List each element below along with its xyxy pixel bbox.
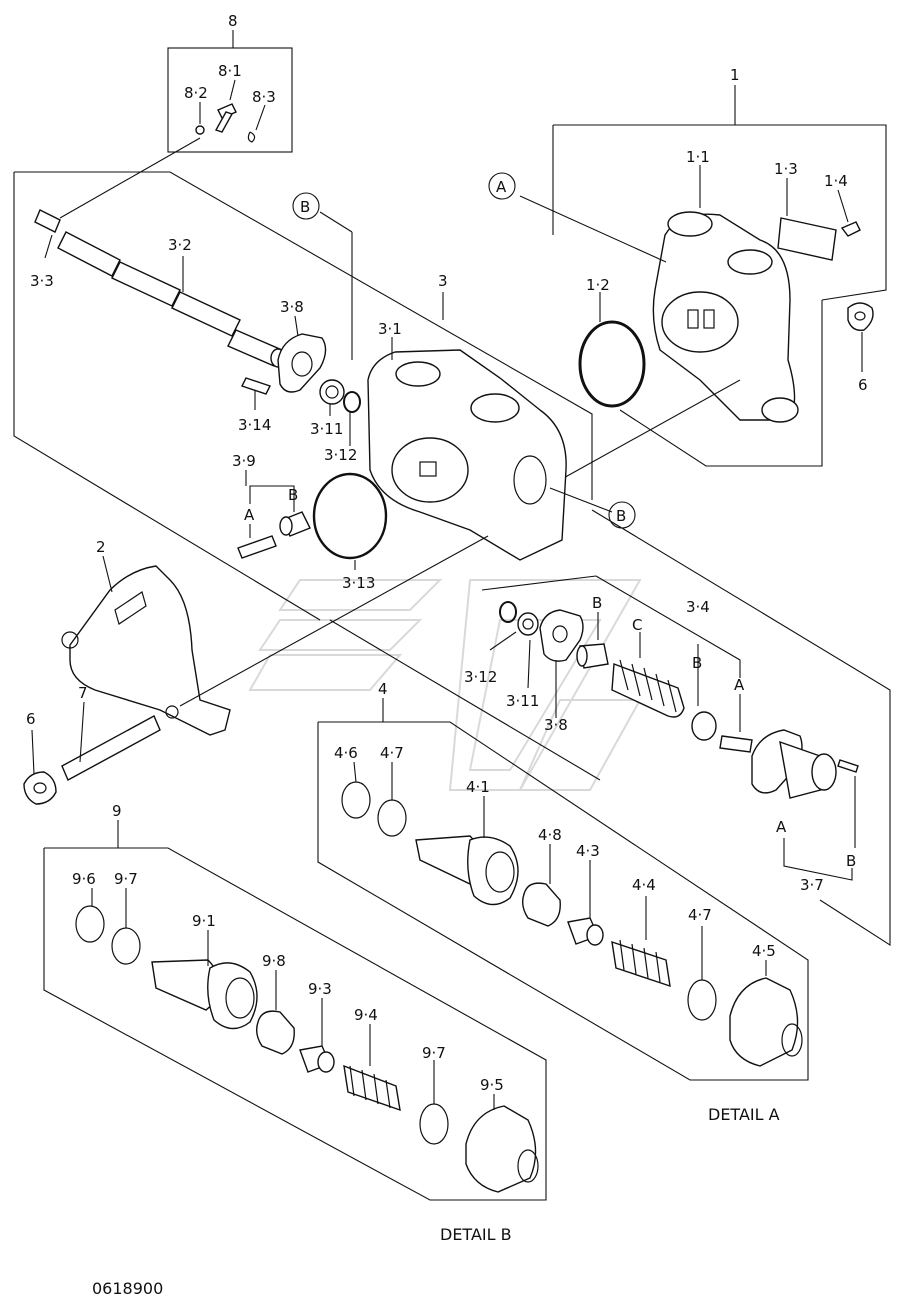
label-1: 1 — [730, 66, 740, 84]
label-3-8-top: 3·8 — [280, 298, 304, 316]
label-4-5: 4·5 — [752, 942, 776, 960]
label-3-12-bottom: 3·12 — [464, 668, 497, 686]
label-6-top: 6 — [858, 376, 868, 394]
label-4-4: 4·4 — [632, 876, 656, 894]
bracket-2 — [61, 535, 489, 736]
label-4-7-right: 4·7 — [688, 906, 712, 924]
label-4: 4 — [378, 680, 388, 698]
label-3-9: 3·9 — [232, 452, 256, 470]
label-3-8-bottom: 3·8 — [544, 716, 568, 734]
label-3-3: 3·3 — [30, 272, 54, 290]
ref-a-3-4: A — [734, 676, 745, 694]
label-3-12-top: 3·12 — [324, 446, 357, 464]
label-3-1: 3·1 — [378, 320, 402, 338]
label-4-8: 4·8 — [538, 826, 562, 844]
group-1 — [519, 85, 887, 481]
label-3-2: 3·2 — [168, 236, 192, 254]
label-8-2: 8·2 — [184, 84, 208, 102]
watermark — [248, 579, 642, 791]
label-6-left: 6 — [26, 710, 36, 728]
label-4-1: 4·1 — [466, 778, 490, 796]
ref-a-3-9: A — [244, 506, 255, 524]
label-8-3: 8·3 — [252, 88, 276, 106]
group-4-detail-a — [317, 698, 809, 1081]
caption-detail-b: DETAIL B — [440, 1225, 512, 1244]
caption-detail-a: DETAIL A — [708, 1105, 780, 1124]
label-9-1: 9·1 — [192, 912, 216, 930]
label-3-14: 3·14 — [238, 416, 271, 434]
label-9-3: 9·3 — [308, 980, 332, 998]
stud-7 — [23, 701, 161, 805]
label-3-11-top: 3·11 — [310, 420, 343, 438]
circle-b-letter-top: B — [300, 198, 310, 216]
label-7: 7 — [78, 684, 88, 702]
label-3-11-bottom: 3·11 — [506, 692, 539, 710]
label-1-2: 1·2 — [586, 276, 610, 294]
label-8: 8 — [228, 12, 238, 30]
callout-labels: 8 8·1 8·2 8·3 1 1·1 1·2 1·3 1·4 6 3 3·1 … — [26, 12, 868, 1094]
ref-b-upper: B — [592, 594, 602, 612]
ref-b-3-9: B — [288, 486, 298, 504]
circle-a-letter: A — [496, 178, 507, 196]
label-4-7-left: 4·7 — [380, 744, 404, 762]
label-9-4: 9·4 — [354, 1006, 378, 1024]
label-3-13: 3·13 — [342, 574, 375, 592]
group-9-detail-b — [43, 820, 547, 1201]
label-1-1: 1·1 — [686, 148, 710, 166]
label-1-4: 1·4 — [824, 172, 848, 190]
group-3 — [13, 171, 891, 947]
ref-b-3-4: B — [692, 654, 702, 672]
label-3: 3 — [438, 272, 448, 290]
circle-b-marker-right — [608, 501, 636, 529]
label-9-7-left: 9·7 — [114, 870, 138, 888]
group-8 — [59, 30, 293, 219]
circle-a-marker — [488, 172, 516, 200]
label-9-6: 9·6 — [72, 870, 96, 888]
label-9-7-right: 9·7 — [422, 1044, 446, 1062]
label-1-3: 1·3 — [774, 160, 798, 178]
label-3-4: 3·4 — [686, 598, 710, 616]
circle-b-marker-top — [292, 192, 320, 220]
ref-a-3-7: A — [776, 818, 787, 836]
circle-b-letter-right: B — [616, 507, 626, 525]
label-4-6: 4·6 — [334, 744, 358, 762]
subassembly-3-4 — [481, 575, 859, 881]
ref-b-3-7: B — [846, 852, 856, 870]
drawing-number: 0618900 — [92, 1279, 163, 1298]
reference-letters: A B B A B A B B C A B — [244, 172, 856, 870]
label-9-5: 9·5 — [480, 1076, 504, 1094]
label-8-1: 8·1 — [218, 62, 242, 80]
label-2: 2 — [96, 538, 106, 556]
label-4-3: 4·3 — [576, 842, 600, 860]
label-9-8: 9·8 — [262, 952, 286, 970]
label-9: 9 — [112, 802, 122, 820]
ref-c: C — [632, 616, 642, 634]
label-3-7: 3·7 — [800, 876, 824, 894]
